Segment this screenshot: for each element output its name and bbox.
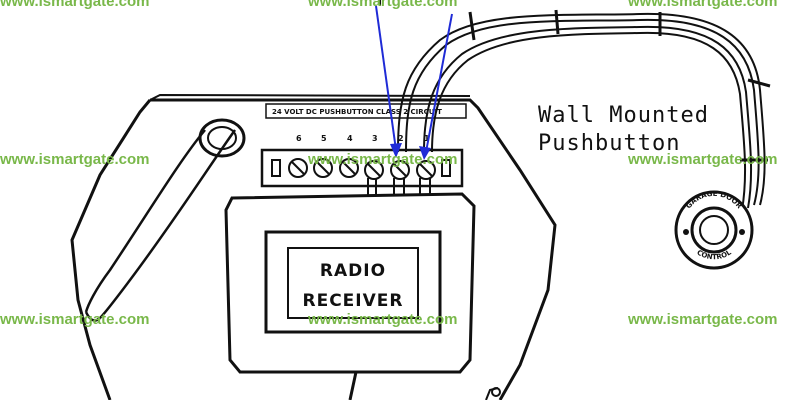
indicator-arrows: [375, 5, 453, 160]
radio-receiver: RADIO RECEIVER: [224, 192, 476, 374]
opener-housing: [70, 93, 557, 400]
terminal-strip-caption: 24 VOLT DC PUSHBUTTON CLASS 2 CIRCUIT: [272, 108, 442, 116]
terminal-block: [260, 148, 464, 188]
cord-grommet: [198, 118, 246, 158]
terminal-numbers: 6 5 4 3 2 1: [296, 134, 430, 143]
watermark: www.ismartgate.com: [0, 151, 150, 168]
watermark: www.ismartgate.com: [307, 311, 458, 328]
terminal-number: 1: [424, 134, 430, 143]
wall-mounted-label-line2: Pushbutton: [538, 131, 680, 156]
terminal-number: 2: [398, 134, 404, 143]
bracket-fragment: [485, 387, 501, 400]
receiver-wires: [367, 178, 431, 195]
watermark: www.ismartgate.com: [0, 0, 150, 10]
antenna-wire: [348, 371, 358, 400]
terminal-number: 6: [296, 134, 302, 143]
watermark: www.ismartgate.com: [0, 311, 150, 328]
svg-text:CONTROL: CONTROL: [695, 248, 733, 261]
terminal-number: 3: [372, 134, 378, 143]
terminal-number: 4: [347, 134, 353, 143]
wall-pushbutton: GARAGE DOOR CONTROL: [674, 190, 754, 270]
radio-label-line1: RADIO: [320, 261, 386, 281]
watermark: www.ismartgate.com: [627, 151, 778, 168]
radio-label-line2: RECEIVER: [303, 291, 404, 311]
wire-ties: [468, 9, 771, 162]
pushbutton-wires: [379, 0, 766, 211]
terminal-number: 5: [321, 134, 327, 143]
pushbutton-ring-bottom: CONTROL: [695, 248, 733, 261]
watermark: www.ismartgate.com: [627, 311, 778, 328]
watermark-layer: www.ismartgate.com www.ismartgate.com ww…: [0, 0, 778, 328]
watermark: www.ismartgate.com: [307, 0, 458, 10]
terminal-caption-plate: 24 VOLT DC PUSHBUTTON CLASS 2 CIRCUIT: [265, 103, 467, 119]
wall-mounted-label-line1: Wall Mounted: [538, 103, 709, 128]
watermark: www.ismartgate.com: [627, 0, 778, 10]
power-cord: [84, 129, 237, 322]
watermark: www.ismartgate.com: [307, 151, 458, 168]
